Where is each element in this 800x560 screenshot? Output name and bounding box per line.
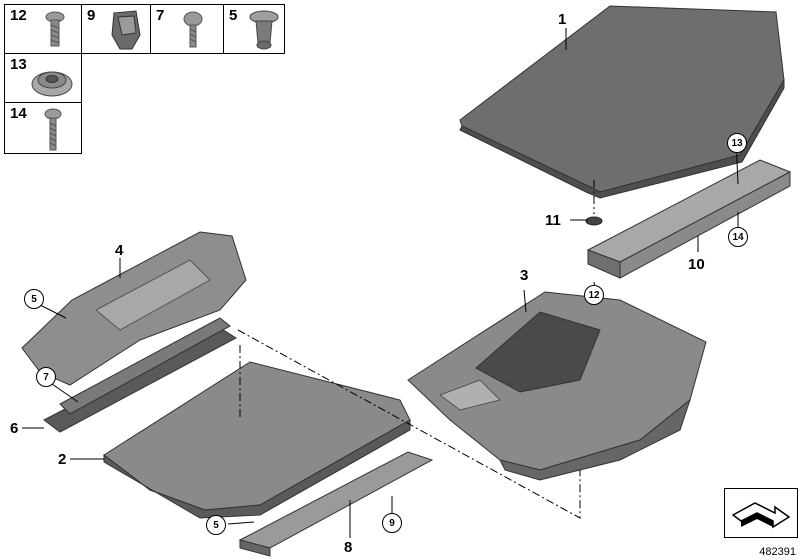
part-4-side-trim <box>21 231 247 386</box>
callout-8: 8 <box>344 539 353 556</box>
fastener-number: 12 <box>10 7 27 24</box>
orientation-symbol <box>724 488 798 538</box>
fastener-cell-13: 13 <box>4 53 82 103</box>
document-number: 482391 <box>759 546 796 558</box>
screw-icon <box>183 11 203 48</box>
circled-callout-5: 5 <box>24 289 44 309</box>
fastener-number: 5 <box>229 7 238 24</box>
fastener-cell-14: 14 <box>4 102 82 154</box>
fastener-number: 14 <box>10 105 27 122</box>
circled-callout-7: 7 <box>36 367 56 387</box>
expanding-rivet-icon <box>249 10 279 50</box>
callout-10: 10 <box>688 256 705 273</box>
fastener-cell-9: 9 <box>81 4 151 54</box>
circled-callout-9: 9 <box>382 513 402 533</box>
screw-icon <box>45 11 65 47</box>
callout-2: 2 <box>58 451 67 468</box>
part-1-floor-panel <box>459 5 785 199</box>
circled-callout-13: 13 <box>727 133 747 153</box>
washer-icon <box>31 71 73 97</box>
direction-arrow-icon <box>731 502 791 529</box>
fastener-number: 13 <box>10 56 27 73</box>
fastener-cell-12: 12 <box>4 4 82 54</box>
part-8-sill-trim <box>238 451 434 557</box>
callout-4: 4 <box>115 242 124 259</box>
circled-callout-14: 14 <box>728 227 748 247</box>
assembly-lines <box>237 180 595 519</box>
fastener-number: 7 <box>156 7 165 24</box>
clip-icon <box>111 10 141 50</box>
part-3-storage-tub <box>407 291 707 481</box>
callout-6: 6 <box>10 420 19 437</box>
fastener-number: 9 <box>87 7 96 24</box>
fastener-cell-7: 7 <box>150 4 224 54</box>
callout-3: 3 <box>520 267 529 284</box>
circled-callout-5-sill: 5 <box>206 515 226 535</box>
fastener-table: 12 9 7 5 <box>4 4 304 154</box>
callout-1: 1 <box>558 11 567 28</box>
part-6-support-rail <box>43 317 237 433</box>
fastener-cell-5: 5 <box>223 4 285 54</box>
part-11-pad <box>585 216 603 226</box>
circled-callout-12: 12 <box>584 285 604 305</box>
screw-icon <box>44 108 62 151</box>
callout-11: 11 <box>545 212 561 229</box>
part-10-trim-strip <box>586 159 792 279</box>
